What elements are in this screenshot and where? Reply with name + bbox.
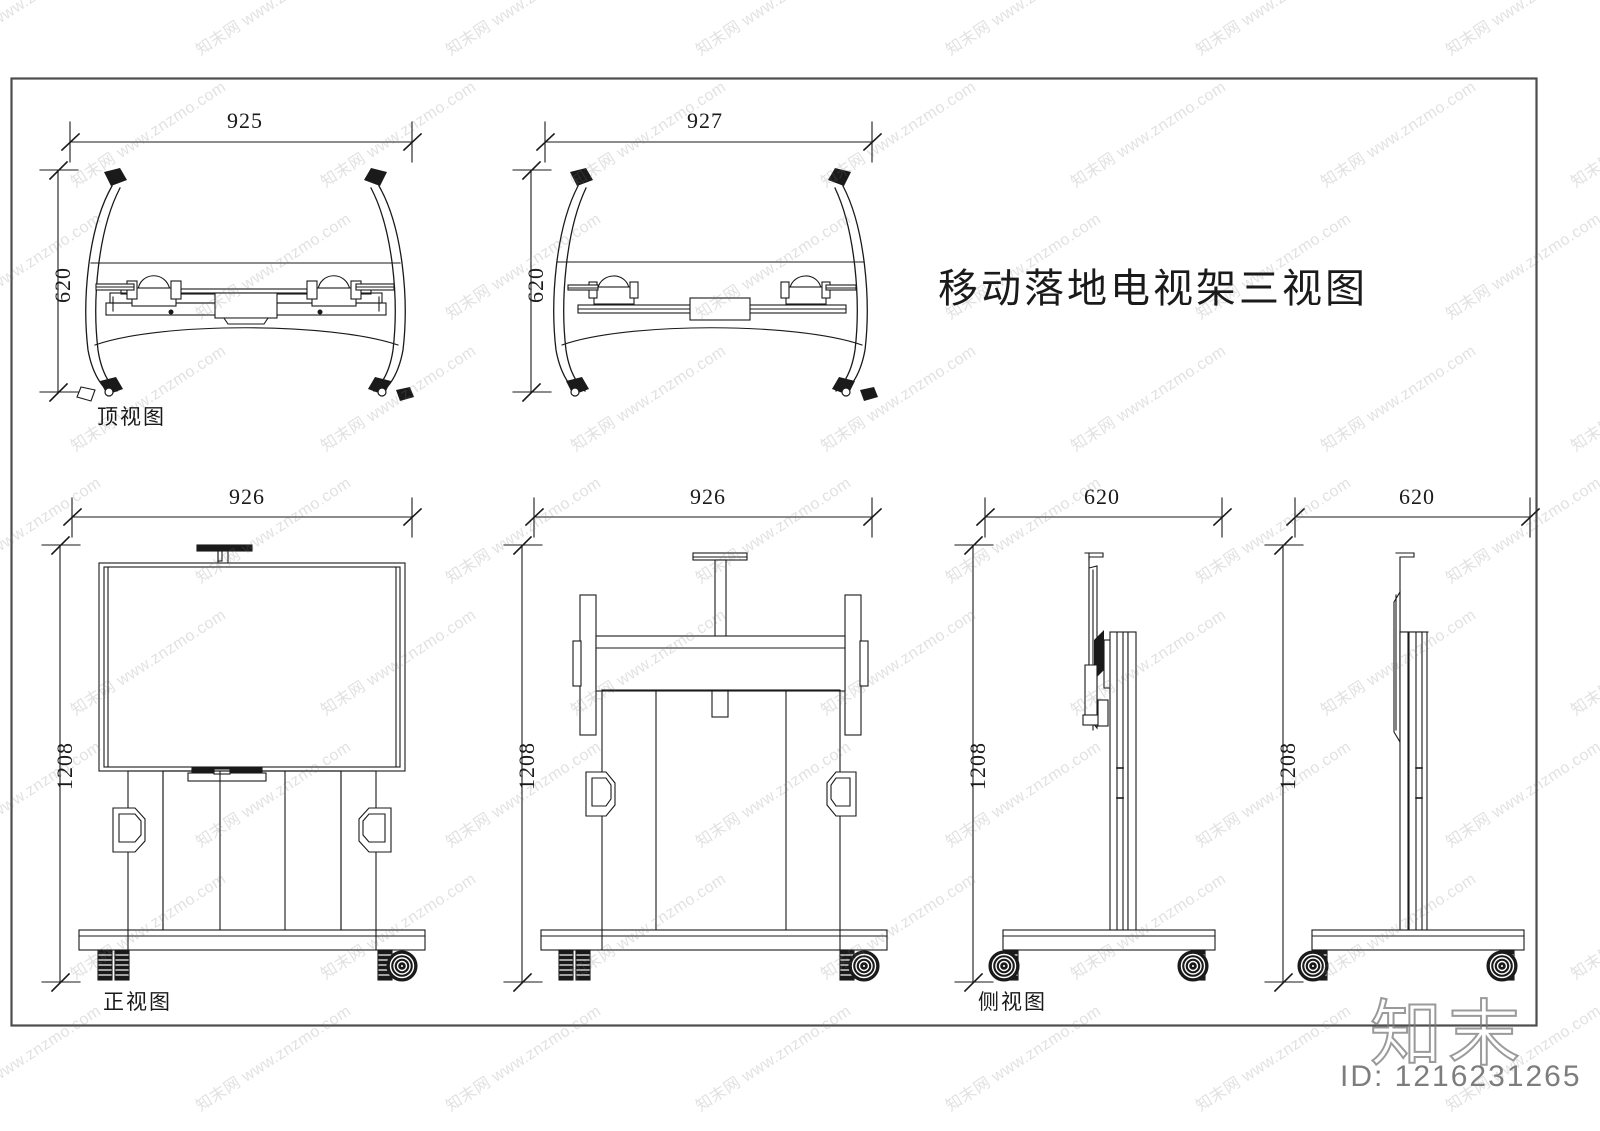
dim-top-view-1-height: 620 xyxy=(50,267,75,303)
view-label-top: 顶视图 xyxy=(97,405,166,429)
dim-front-view-height: 1208 xyxy=(52,742,77,790)
watermark-logo: 知末 xyxy=(1369,994,1527,1076)
dim-top-view-2-height: 620 xyxy=(523,267,548,303)
dim-side-view-1-width: 620 xyxy=(1084,484,1120,509)
dim-side-view-2-width: 620 xyxy=(1399,484,1435,509)
view-label-side: 侧视图 xyxy=(978,990,1047,1014)
dim-side-view-2-height: 1208 xyxy=(1275,742,1300,790)
dim-top-view-1-width: 925 xyxy=(227,108,263,133)
view-label-front: 正视图 xyxy=(103,990,172,1014)
dim-side-view-1-height: 1208 xyxy=(965,742,990,790)
dim-front-view-width: 926 xyxy=(229,484,265,509)
page-title: 移动落地电视架三视图 xyxy=(938,266,1368,311)
dim-rear-view-height: 1208 xyxy=(514,742,539,790)
dim-top-view-2-width: 927 xyxy=(687,108,723,133)
watermark-id: ID: 1216231265 xyxy=(1340,1060,1582,1093)
dim-rear-view-width: 926 xyxy=(690,484,726,509)
